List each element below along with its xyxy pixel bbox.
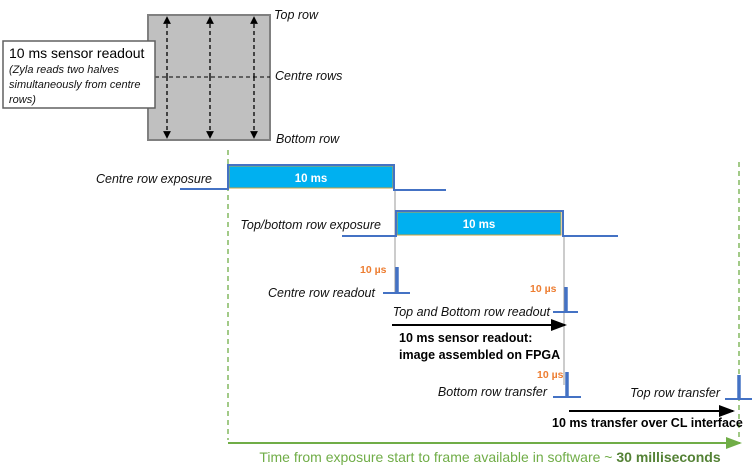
top-row-label: Top row bbox=[274, 8, 319, 22]
bottom-transfer-label: Bottom row transfer bbox=[438, 385, 548, 399]
sensor-diagram: 10 ms sensor readout (Zyla reads two hal… bbox=[2, 8, 342, 146]
centre-rows-label: Centre rows bbox=[275, 69, 342, 83]
centre-readout-label: Centre row readout bbox=[268, 286, 376, 300]
callout-title: 10 ms sensor readout bbox=[9, 45, 145, 61]
topbottom-exposure-label: Top/bottom row exposure bbox=[240, 218, 381, 232]
bottom-row-label: Bottom row bbox=[276, 132, 340, 146]
transfer-duration: 10 µs bbox=[537, 369, 564, 381]
total-time-value: 30 milliseconds bbox=[616, 449, 720, 465]
topbottom-readout-label: Top and Bottom row readout bbox=[393, 305, 551, 319]
centre-row-exposure: 10 ms Centre row exposure bbox=[96, 164, 446, 191]
callout-note-2: simultaneously from centre bbox=[9, 79, 140, 91]
sensor-readout-note-1: 10 ms sensor readout: bbox=[399, 331, 532, 345]
transfer-note: 10 ms transfer over CL interface bbox=[552, 416, 743, 430]
top-row-transfer: Top row transfer bbox=[630, 375, 752, 400]
sensor-readout-note-2: image assembled on FPGA bbox=[399, 348, 560, 362]
topbottom-row-readout: 10 µs Top and Bottom row readout bbox=[393, 283, 578, 319]
exposure-duration: 10 ms bbox=[295, 173, 328, 185]
exposure-signal bbox=[180, 164, 446, 191]
exposure-signal bbox=[342, 210, 618, 237]
top-transfer-label: Top row transfer bbox=[630, 386, 721, 400]
callout-box bbox=[2, 40, 156, 109]
centre-exposure-label: Centre row exposure bbox=[96, 172, 212, 186]
topbottom-row-exposure: 10 ms Top/bottom row exposure bbox=[240, 210, 618, 237]
readout-duration: 10 µs bbox=[360, 264, 387, 276]
centre-row-readout: 10 µs Centre row readout bbox=[268, 264, 410, 300]
bottom-row-transfer: 10 µs Bottom row transfer bbox=[438, 369, 581, 399]
sensor-area bbox=[147, 14, 271, 141]
callout-note-1: (Zyla reads two halves bbox=[9, 64, 120, 76]
total-time-text: Time from exposure start to frame availa… bbox=[259, 449, 720, 465]
exposure-duration: 10 ms bbox=[463, 219, 496, 231]
readout-duration: 10 µs bbox=[530, 283, 557, 295]
total-time-description: Time from exposure start to frame availa… bbox=[259, 449, 616, 465]
callout-note-3: rows) bbox=[9, 94, 36, 106]
